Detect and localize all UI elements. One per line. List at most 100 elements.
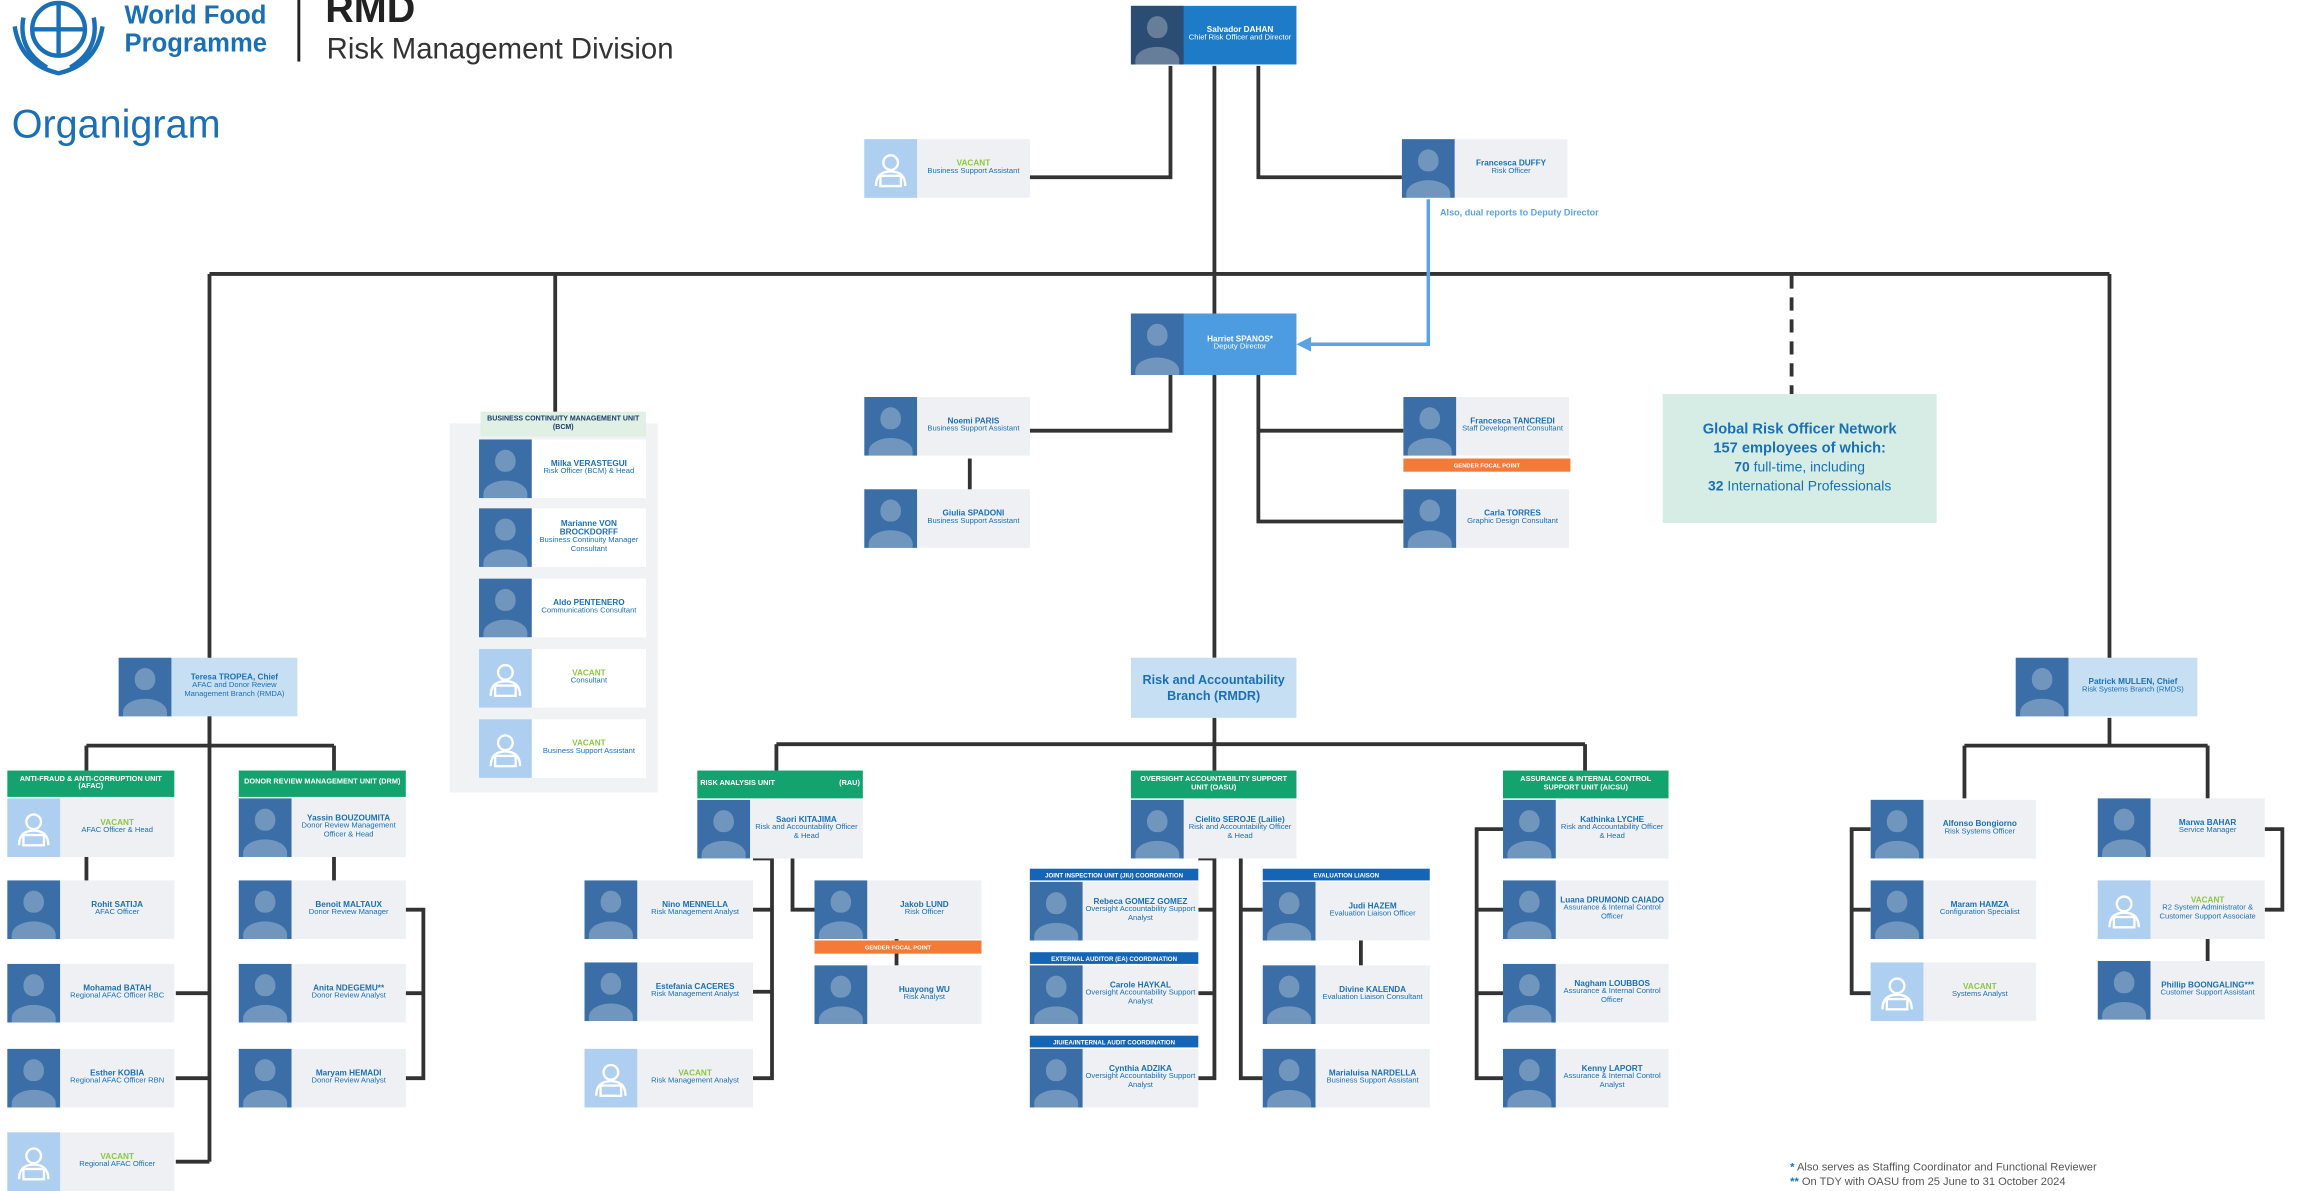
avatar	[1870, 799, 1924, 859]
person-name: Francesca DUFFY	[1475, 159, 1547, 169]
person-title: Assurance & Internal Control Officer	[1563, 904, 1661, 922]
person-name: Rohit SATIJA	[91, 900, 144, 910]
oasu-unit-banner: OVERSIGHT ACCOUNTABILITY SUPPORT UNIT (O…	[1130, 770, 1297, 799]
rmdr-branch-box: Risk and Accountability Branch (RMDR)	[1130, 657, 1297, 718]
network-title: Global Risk Officer Network	[1702, 421, 1897, 439]
person-name: Noemi PARIS	[947, 417, 1000, 427]
person-name: Marialuisa NARDELLA	[1328, 1069, 1417, 1079]
avatar	[1401, 139, 1455, 198]
gender-focal-badge: GENDER FOCAL POINT	[1403, 458, 1571, 472]
person-title: Regional AFAC Officer RBN	[70, 1077, 165, 1086]
person-name: Carla TORRES	[1484, 509, 1541, 519]
person-name: Divine KALENDA	[1339, 985, 1407, 995]
person-title: Risk Officer	[904, 908, 944, 918]
avatar	[1029, 1048, 1083, 1108]
person-placeholder-icon	[584, 1048, 638, 1108]
person-name: Yassin BOUZOUMITA	[307, 814, 391, 824]
person-placeholder-icon	[864, 139, 918, 198]
global-risk-network-box: Global Risk Officer Network 157 employee…	[1662, 394, 1937, 523]
deputy-card: Harriet SPANOS*Deputy Director	[1130, 313, 1297, 376]
org-name: World Food Programme	[125, 1, 267, 57]
person-name: Teresa TROPEA, Chief	[190, 673, 279, 683]
avatar	[2015, 657, 2069, 717]
person-title: Donor Review Management Officer & Head	[301, 822, 396, 840]
header-divider	[297, 0, 301, 62]
person-title: Business Support Assistant	[927, 517, 1020, 527]
person-title: Risk and Accountability Officer & Head	[1188, 823, 1292, 842]
person-name: Kathinka LYCHE	[1580, 816, 1645, 825]
person-name: Anita NDEGEMU**	[313, 984, 385, 994]
avatar	[1029, 881, 1083, 941]
avatar	[1503, 1048, 1556, 1108]
gender-focal-badge: GENDER FOCAL POINT	[814, 940, 982, 954]
person-name: Huayong WU	[898, 985, 950, 995]
avatar	[238, 880, 292, 940]
person-placeholder-icon	[2097, 880, 2151, 940]
person-title: Systems Analyst	[1951, 990, 2008, 1000]
person-placeholder-icon	[1870, 962, 1924, 1022]
avatar	[1130, 313, 1184, 376]
person-name: Nino MENNELLA	[662, 900, 729, 910]
person-name: Cynthia ADZIKA	[1108, 1065, 1172, 1074]
person-title: Risk Management Analyst	[651, 990, 740, 1000]
person-title: Oversight Accountability Support Analyst	[1085, 989, 1196, 1007]
person-title: Risk Management Analyst	[651, 1077, 740, 1086]
person-title: Communications Consultant	[541, 606, 637, 616]
person-title: Risk and Accountability Officer & Head	[755, 823, 858, 842]
person-name: Jakob LUND	[899, 900, 949, 910]
branch-line2: Branch (RMDR)	[1167, 687, 1261, 703]
person-name: VACANT	[678, 1069, 712, 1079]
person-title: Risk Systems Officer	[1944, 828, 2016, 837]
avatar	[1503, 799, 1556, 859]
person-title: Donor Review Manager	[308, 908, 389, 918]
person-title: Risk Officer (BCM) & Head	[543, 467, 635, 477]
person-name: Harriet SPANOS*	[1207, 335, 1273, 345]
person-title: Regional AFAC Officer RBC	[70, 992, 165, 1001]
person-name: VACANT	[2190, 896, 2225, 906]
avatar	[1262, 881, 1316, 941]
dual-report-note: Also, dual reports to Deputy Director	[1440, 208, 1599, 219]
person-name: Esther KOBIA	[90, 1069, 145, 1079]
person-name: Luana DRUMOND CAIADO	[1560, 896, 1665, 906]
person-title: Deputy Director	[1213, 343, 1267, 352]
avatar	[238, 1048, 292, 1108]
person-title: AFAC Officer	[95, 908, 140, 918]
person-title: Business Continuity Manager Consultant	[539, 536, 639, 555]
person-name: VACANT	[956, 159, 991, 169]
avatar	[1403, 489, 1457, 548]
person-placeholder-icon	[479, 648, 532, 708]
person-name: Salvador DAHAN	[1206, 26, 1274, 36]
division-abbr: RMD	[325, 0, 416, 31]
person-title: Configuration Specialist	[1939, 908, 2020, 918]
avatar	[238, 798, 292, 857]
person-placeholder-icon	[7, 1132, 61, 1191]
division-name: Risk Management Division	[326, 33, 674, 66]
person-name: Milka VERASTEGUI	[550, 459, 627, 469]
aicsu-unit-banner: ASSURANCE & INTERNAL CONTROL SUPPORT UNI…	[1503, 770, 1669, 799]
person-name: Maram HAMZA	[1950, 900, 2009, 910]
person-name: Cielito SEROJE (Lailie)	[1195, 816, 1285, 825]
person-title: AFAC and Donor Review Management Branch …	[184, 681, 285, 699]
